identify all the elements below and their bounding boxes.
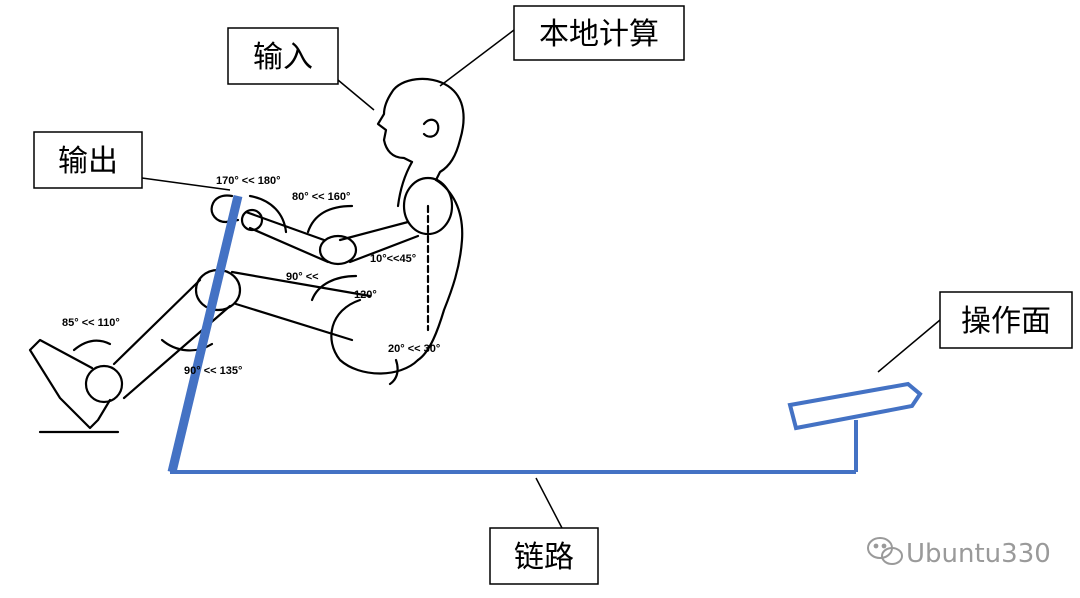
elbow-arc bbox=[248, 194, 288, 234]
label-operation-surface: 操作面 bbox=[939, 291, 1073, 349]
fist bbox=[210, 194, 240, 224]
label-box bbox=[227, 27, 339, 85]
leader-lines bbox=[141, 29, 941, 529]
ankle-joint bbox=[84, 364, 124, 404]
leader-output bbox=[141, 177, 231, 191]
label-local-compute: 本地计算 bbox=[513, 5, 685, 61]
label-box bbox=[939, 291, 1073, 349]
label-text: 操作面 bbox=[961, 304, 1051, 339]
back-arc bbox=[388, 358, 399, 386]
angle-back: 20° << 30° bbox=[388, 343, 440, 355]
shoulder-arc bbox=[306, 204, 354, 234]
control-stick bbox=[167, 194, 243, 474]
leader-operation-surface bbox=[877, 319, 941, 373]
ear bbox=[422, 118, 440, 138]
foot bbox=[28, 338, 112, 430]
leader-link bbox=[535, 477, 563, 529]
label-input: 输入 bbox=[227, 27, 339, 85]
wechat-icon bbox=[867, 537, 903, 565]
label-text: 链路 bbox=[514, 540, 574, 575]
thigh-bottom bbox=[234, 302, 354, 342]
angle-trunk: 10°<<45° bbox=[370, 253, 416, 265]
angle-elbow: 170° << 180° bbox=[216, 175, 280, 187]
angle-ankle: 85° << 110° bbox=[62, 317, 120, 329]
watermark: Ubuntu330 bbox=[867, 537, 1051, 569]
label-box bbox=[513, 5, 685, 61]
label-text: 输入 bbox=[253, 40, 313, 75]
angle-shoulder: 80° << 160° bbox=[292, 191, 350, 203]
thigh-top bbox=[230, 270, 372, 298]
label-text: 本地计算 bbox=[539, 17, 659, 52]
head bbox=[376, 77, 465, 182]
pedal-surface bbox=[787, 381, 923, 431]
shin-bottom bbox=[122, 304, 232, 400]
elbow-joint bbox=[318, 234, 358, 266]
leader-local-compute bbox=[439, 29, 515, 87]
label-output: 输出 bbox=[33, 131, 143, 189]
shoulder-joint bbox=[402, 176, 454, 236]
ankle-arc bbox=[72, 339, 112, 352]
angle-hip-inner: 120° bbox=[354, 289, 377, 301]
angle-knee: 90° << 135° bbox=[184, 365, 242, 377]
hip-arc bbox=[310, 274, 358, 302]
shin-top bbox=[112, 278, 202, 366]
label-link: 链路 bbox=[489, 527, 599, 585]
leader-input bbox=[337, 79, 375, 111]
link-mechanism bbox=[167, 194, 923, 474]
angle-knee-top: 90° << bbox=[286, 271, 319, 283]
torso-back bbox=[416, 178, 464, 362]
seated-figure bbox=[28, 77, 465, 434]
upper-arm bbox=[338, 220, 420, 264]
watermark-text: Ubuntu330 bbox=[906, 539, 1051, 569]
wrist-joint bbox=[240, 208, 264, 232]
torso-front bbox=[396, 160, 414, 208]
label-box bbox=[489, 527, 599, 585]
label-text: 输出 bbox=[58, 144, 118, 179]
knee-arc bbox=[160, 338, 214, 352]
label-box bbox=[33, 131, 143, 189]
